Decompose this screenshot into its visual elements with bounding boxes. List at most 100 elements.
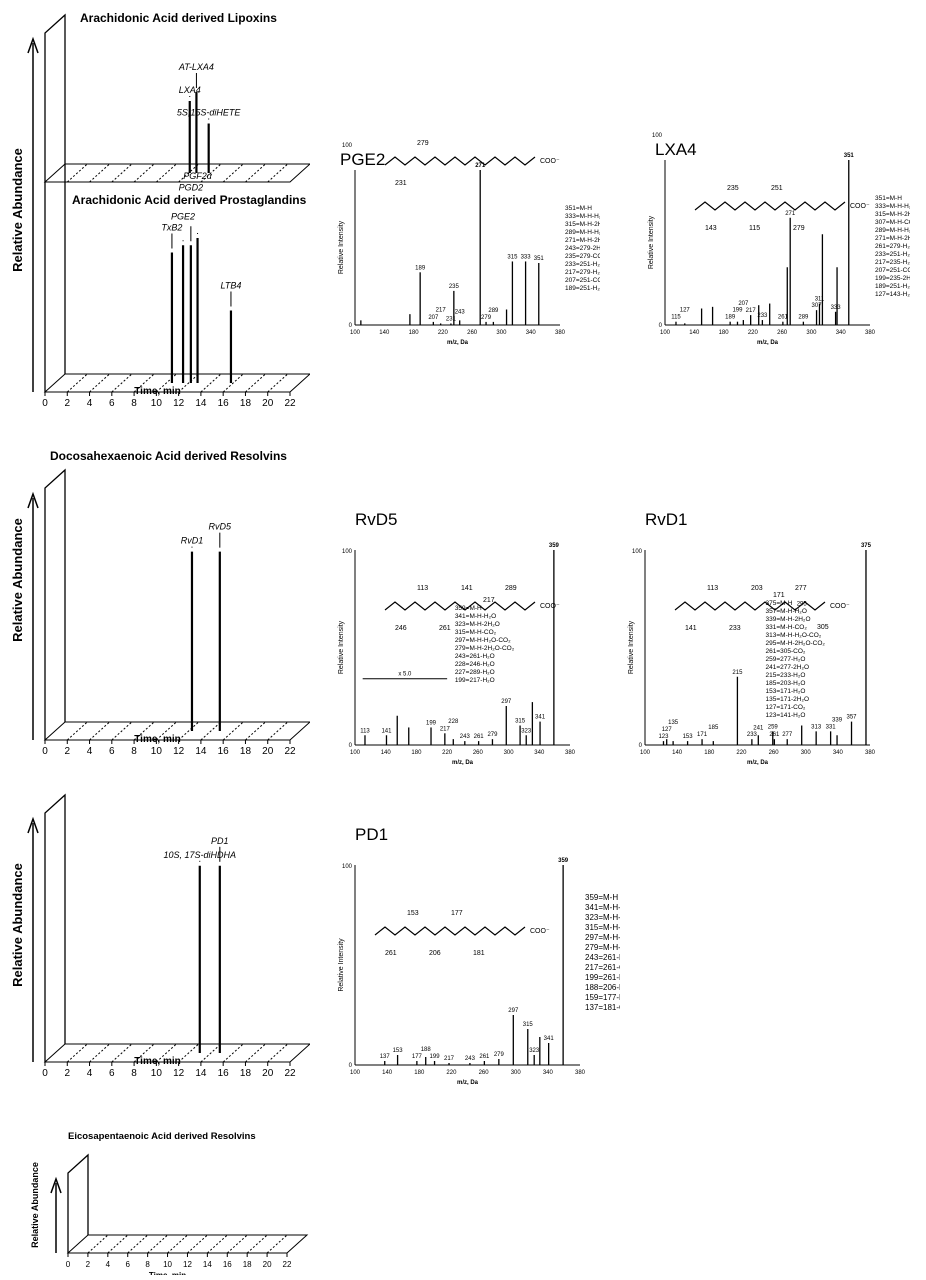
x-tick-label: 20	[262, 746, 274, 757]
peak-label: 351	[534, 256, 545, 262]
floor-plane	[43, 1043, 310, 1063]
x-tick-label: 180	[411, 750, 422, 756]
grid-line	[178, 373, 199, 393]
grid-line	[127, 1234, 149, 1254]
carboxylate-label: COO⁻	[830, 603, 850, 610]
carboxylate-label: COO⁻	[540, 158, 560, 165]
fragment-annotation: 315=M-H-2H₂O	[875, 211, 910, 218]
peak-label: 261	[778, 315, 789, 321]
peak-label: 359	[549, 543, 560, 549]
peak-label: 153	[683, 734, 694, 740]
x-tick-label: 20	[263, 1260, 272, 1269]
x-tick-label: 100	[660, 330, 671, 336]
chromatogram-aa: Arachidonic Acid derived LipoxinsArachid…	[10, 11, 310, 409]
x-axis-label: m/z, Da	[452, 760, 474, 766]
grid-line	[133, 1043, 155, 1063]
molecule-structure	[674, 601, 826, 611]
floor-plane	[43, 373, 310, 393]
peak-label: 189	[415, 265, 426, 271]
spectrum-title: LXA4	[655, 140, 697, 159]
arrow-head-icon	[50, 1176, 62, 1194]
peak-label: 207	[738, 301, 749, 307]
grid-line	[133, 163, 155, 183]
spectrum-title: PGE2	[340, 150, 385, 169]
grid-line	[87, 1234, 109, 1254]
fragment-annotation: 323=M-H-2H₂O	[585, 913, 620, 922]
y-tick-label: 0	[639, 743, 643, 749]
x-tick-label: 0	[66, 1260, 71, 1269]
x-tick-label: 4	[87, 398, 93, 409]
peak-label: 137	[380, 1054, 391, 1060]
fragment-annotation: 188=206-H₂O	[585, 983, 620, 992]
x-tick-label: 220	[446, 1070, 457, 1076]
grid-line	[178, 721, 199, 741]
y-axis-label: Relative Abundance	[10, 518, 25, 642]
x-tick-label: 2	[86, 1260, 91, 1269]
peak-label: 127	[662, 727, 673, 733]
fragment-annotation: 357=M-H-H₂O	[766, 608, 807, 615]
fragment-cleavage-label: 177	[451, 910, 463, 917]
back-wall	[44, 468, 66, 740]
peak-label: 199	[732, 308, 743, 314]
grid-line	[156, 373, 177, 393]
peak-label: 359	[558, 858, 569, 864]
peak-label: 217	[444, 1056, 455, 1062]
x-tick-label: 8	[145, 1260, 150, 1269]
chromatogram-title: Arachidonic Acid derived Prostaglandins …	[72, 193, 310, 207]
grid-line	[200, 373, 222, 393]
x-tick-label: 180	[704, 750, 715, 756]
peak-label: 339	[832, 717, 843, 723]
x-tick-label: 2	[64, 398, 70, 409]
chromatogram-epa: Eicosapentaenoic Acid derived ResolvinsR…	[30, 1131, 309, 1275]
fragment-annotation: 199=261-H₂O-CO₂	[585, 973, 620, 982]
x-tick-label: 12	[183, 1260, 192, 1269]
carboxylate-label: COO⁻	[850, 203, 870, 210]
peak-label: PGF2α	[183, 171, 213, 181]
back-wall	[67, 1153, 89, 1253]
fragment-annotation: 123=141-H₂O	[766, 712, 806, 719]
x-tick-label: 380	[575, 1070, 586, 1076]
x-tick-label: 100	[350, 1070, 361, 1076]
grid-line	[66, 1043, 88, 1063]
x-tick-label: 2	[64, 1068, 70, 1079]
grid-line	[226, 1234, 248, 1254]
chromatogram-title: Arachidonic Acid derived Lipoxins	[80, 11, 277, 25]
molecule-structure	[374, 926, 526, 936]
peak-label: 199	[426, 720, 437, 726]
peak-label: TxB2	[161, 223, 182, 233]
x-tick-label: 300	[801, 750, 812, 756]
fragment-annotation: 135=171-2H₂O	[766, 696, 810, 703]
peak-label: 357	[847, 715, 858, 721]
x-tick-label: 260	[769, 750, 780, 756]
x-tick-label: 6	[109, 398, 115, 409]
x-tick-label: 300	[806, 330, 817, 336]
fragment-annotation: 339=M-H-2H₂O	[766, 616, 811, 623]
x-tick-label: 14	[203, 1260, 212, 1269]
y-tick-label: 100	[342, 143, 353, 149]
grid-line	[66, 721, 88, 741]
x-tick-label: 18	[243, 1260, 252, 1269]
fragment-cleavage-label: 113	[707, 585, 718, 592]
peak-label: 279	[481, 315, 492, 321]
x-tick-label: 380	[555, 330, 566, 336]
fragment-annotation: 189=251-H₂O-CO₂	[875, 283, 910, 290]
peak-label: 313	[811, 724, 822, 730]
x-tick-label: 340	[833, 750, 844, 756]
fragment-annotation: 333=M-H-H₂O	[565, 213, 600, 220]
fragment-cleavage-label: 231	[395, 180, 407, 187]
peak-label: 333	[831, 305, 842, 311]
peak-label: 189	[725, 315, 736, 321]
grid-line	[222, 373, 244, 393]
fragment-annotation: 199=217-H₂O	[455, 677, 495, 684]
peak-label: 217	[436, 307, 447, 313]
peak-label: 115	[671, 315, 681, 321]
peak-label: 199	[430, 1054, 441, 1060]
grid-line	[200, 721, 222, 741]
grid-line	[167, 1234, 188, 1254]
chromatogram-title: Docosahexaenoic Acid derived Resolvins	[50, 449, 287, 463]
x-tick-label: 10	[163, 1260, 172, 1269]
fragment-cleavage-label: 115	[749, 225, 760, 232]
fragment-annotation: 207=251-CO₂	[565, 277, 600, 284]
